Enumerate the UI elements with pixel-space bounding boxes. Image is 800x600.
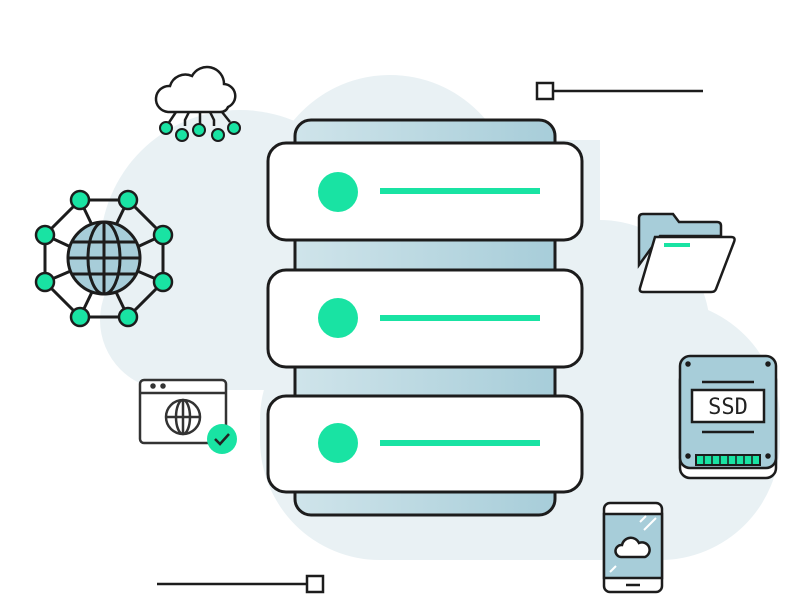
status-light-icon: [318, 298, 358, 338]
status-light-icon: [318, 423, 358, 463]
server-rack: [266, 118, 584, 517]
server-unit: [266, 268, 584, 369]
server-unit: [266, 141, 584, 242]
ssd-drive-icon: SSD: [678, 354, 778, 480]
cloud-icon: [614, 536, 651, 559]
folder-icon: [637, 212, 736, 294]
web-browser-icon: [138, 378, 237, 454]
connector-line-bottom: [157, 574, 325, 594]
connector-line-top: [535, 81, 703, 101]
mobile-phone-icon: [602, 501, 664, 594]
cloud-network-icon: [154, 65, 241, 142]
check-badge-icon: [207, 424, 237, 454]
ssd-label: SSD: [708, 395, 748, 420]
server-unit: [266, 394, 584, 494]
globe-network-icon: [34, 189, 174, 328]
status-light-icon: [318, 172, 358, 212]
